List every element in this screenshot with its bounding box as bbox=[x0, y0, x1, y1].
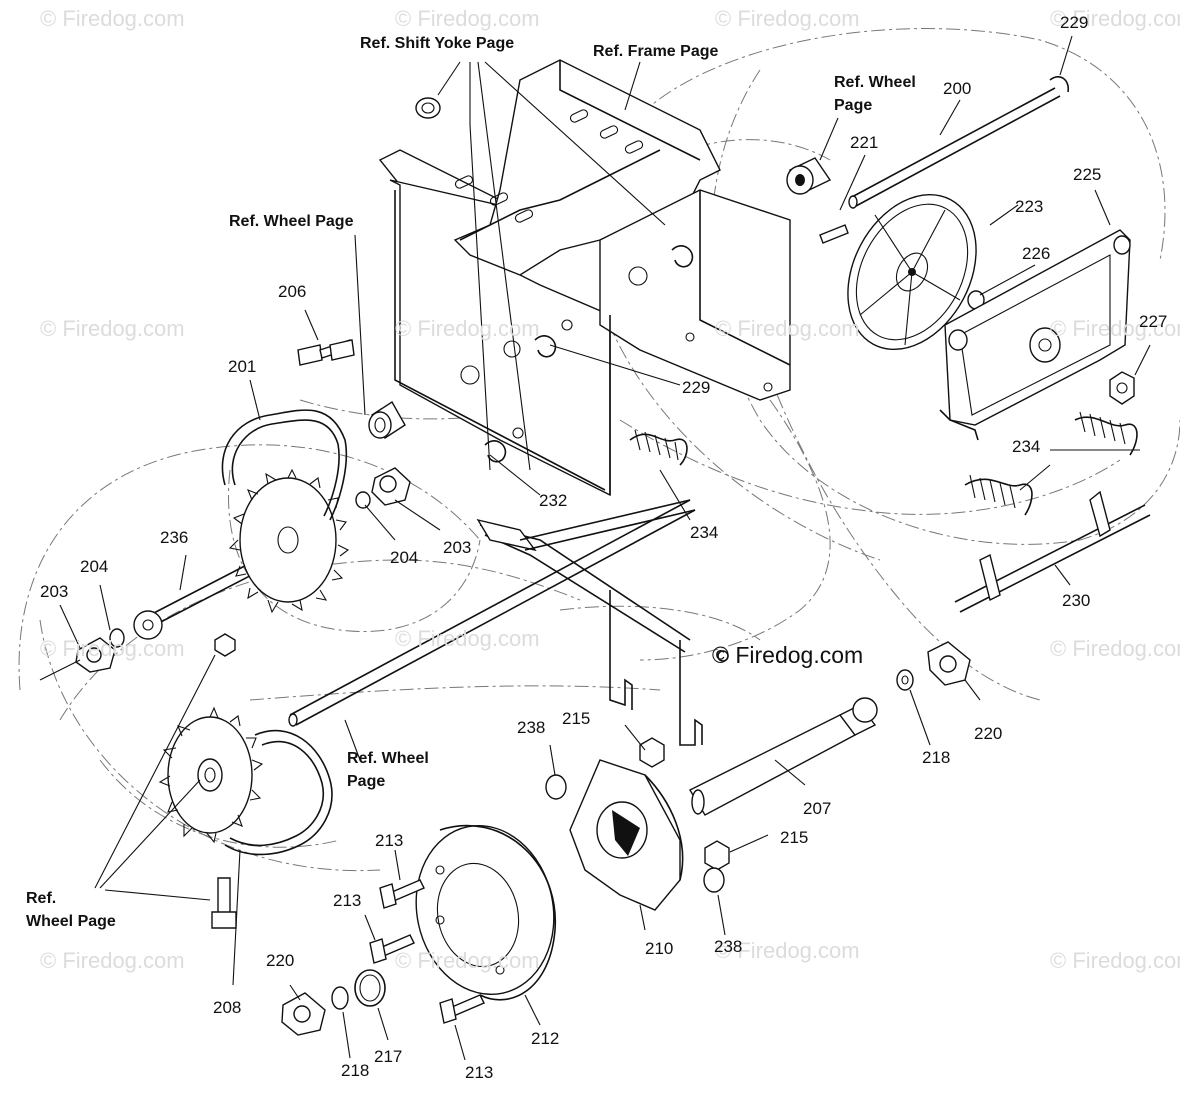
ref-wheel-middle-label: Ref. Wheel Page bbox=[347, 750, 429, 791]
frame-slots bbox=[454, 109, 773, 439]
washer-238-bottom bbox=[703, 867, 725, 893]
small-gear bbox=[133, 610, 163, 640]
part-number-221: 221 bbox=[850, 133, 879, 152]
chain-201 bbox=[221, 409, 348, 521]
part-number-220: 220 bbox=[974, 724, 1003, 743]
left-bushing bbox=[368, 401, 406, 439]
nut-227 bbox=[1109, 371, 1135, 405]
part-number-203: 203 bbox=[443, 538, 472, 557]
part-number-210: 210 bbox=[645, 939, 674, 958]
bolts-213 bbox=[369, 879, 485, 1024]
watermark-3: © Firedog.com bbox=[715, 6, 860, 31]
nut-top-left bbox=[214, 633, 236, 657]
hub-210 bbox=[569, 759, 684, 911]
ref-wheel-bottom-label: Ref. Wheel Page bbox=[26, 890, 116, 931]
watermark-7: © Firedog.com bbox=[715, 316, 860, 341]
lower-sprocket bbox=[158, 706, 333, 856]
watermark-8: © Firedog.com bbox=[1050, 316, 1180, 341]
watermark-13: © Firedog.com bbox=[395, 948, 540, 973]
part-number-207: 207 bbox=[803, 799, 832, 818]
ref-shift-yoke-label: Ref. Shift Yoke Page bbox=[360, 35, 515, 52]
part-number-229: 229 bbox=[1060, 13, 1089, 32]
washer-218-right bbox=[896, 669, 914, 691]
large-sprocket-top bbox=[228, 468, 350, 614]
part-number-230: 230 bbox=[1062, 591, 1091, 610]
part-number-236: 236 bbox=[160, 528, 189, 547]
ring-217 bbox=[354, 969, 386, 1007]
right-bushing bbox=[786, 157, 832, 195]
part-number-217: 217 bbox=[374, 1047, 403, 1066]
bracket-plate-225 bbox=[939, 229, 1131, 441]
ref-wheel-left-label: Ref. Wheel Page bbox=[229, 213, 354, 230]
watermark-1: © Firedog.com bbox=[40, 6, 185, 31]
frame-housing bbox=[368, 59, 832, 497]
bearing-203-center bbox=[355, 467, 411, 509]
watermark-2: © Firedog.com bbox=[395, 6, 540, 31]
part-number-200: 200 bbox=[943, 79, 972, 98]
nut-215-top bbox=[639, 737, 665, 768]
bearing-220-right bbox=[927, 641, 971, 686]
part-number-215: 215 bbox=[780, 828, 809, 847]
part-number-215: 215 bbox=[562, 709, 591, 728]
nut-215-bottom bbox=[704, 840, 730, 871]
leader-lines bbox=[59, 35, 1151, 1061]
part-number-203: 203 bbox=[40, 582, 69, 601]
watermark-14: © Firedog.com bbox=[715, 938, 860, 963]
ref-frame-label: Ref. Frame Page bbox=[593, 43, 719, 60]
watermark-6: © Firedog.com bbox=[395, 316, 540, 341]
washer-238-top bbox=[545, 774, 567, 800]
shaft-207 bbox=[689, 697, 878, 816]
drum-212 bbox=[415, 824, 556, 1001]
part-number-238: 238 bbox=[517, 718, 546, 737]
bolts-206 bbox=[297, 224, 849, 366]
part-number-204: 204 bbox=[390, 548, 419, 567]
part-number-229: 229 bbox=[682, 378, 711, 397]
clips bbox=[484, 245, 694, 463]
part-number-226: 226 bbox=[1022, 244, 1051, 263]
part-number-208: 208 bbox=[213, 998, 242, 1017]
friction-wheel-223 bbox=[847, 193, 985, 351]
part-number-238: 238 bbox=[714, 937, 743, 956]
bearing-203-left bbox=[39, 628, 125, 681]
part-number-225: 225 bbox=[1073, 165, 1102, 184]
part-number-218: 218 bbox=[341, 1061, 370, 1080]
watermark-9: © Firedog.com bbox=[40, 636, 185, 661]
part-number-223: 223 bbox=[1015, 197, 1044, 216]
part-number-201: 201 bbox=[228, 357, 257, 376]
part-number-206: 206 bbox=[278, 282, 307, 301]
part-number-227: 227 bbox=[1139, 312, 1168, 331]
center-watermark: © Firedog.com bbox=[712, 642, 864, 668]
watermark-12: © Firedog.com bbox=[40, 948, 185, 973]
axle-200 bbox=[848, 76, 1070, 209]
ref-wheel-top-label: Ref. Wheel Page bbox=[834, 74, 916, 115]
top-bushing bbox=[415, 97, 441, 119]
part-number-204: 204 bbox=[80, 557, 109, 576]
springs-234 bbox=[629, 411, 1138, 516]
part-number-213: 213 bbox=[375, 831, 404, 850]
part-number-213: 213 bbox=[465, 1063, 494, 1082]
part-number-212: 212 bbox=[531, 1029, 560, 1048]
bolt-bottom-left bbox=[211, 877, 237, 929]
watermark-15: © Firedog.com bbox=[1050, 948, 1180, 973]
part-number-232: 232 bbox=[539, 491, 568, 510]
part-number-234: 234 bbox=[1012, 437, 1041, 456]
part-number-213: 213 bbox=[333, 891, 362, 910]
watermark-5: © Firedog.com bbox=[40, 316, 185, 341]
shaft-230 bbox=[954, 490, 1151, 613]
watermark-4: © Firedog.com bbox=[1050, 6, 1180, 31]
watermark-10: © Firedog.com bbox=[395, 626, 540, 651]
part-number-220: 220 bbox=[266, 951, 295, 970]
part-number-234: 234 bbox=[690, 523, 719, 542]
washer-218-left bbox=[331, 986, 349, 1010]
watermark-11: © Firedog.com bbox=[1050, 636, 1180, 661]
part-number-218: 218 bbox=[922, 748, 951, 767]
shift-rod bbox=[476, 499, 703, 746]
bearing-220-left bbox=[281, 992, 326, 1036]
long-shaft bbox=[288, 499, 696, 727]
